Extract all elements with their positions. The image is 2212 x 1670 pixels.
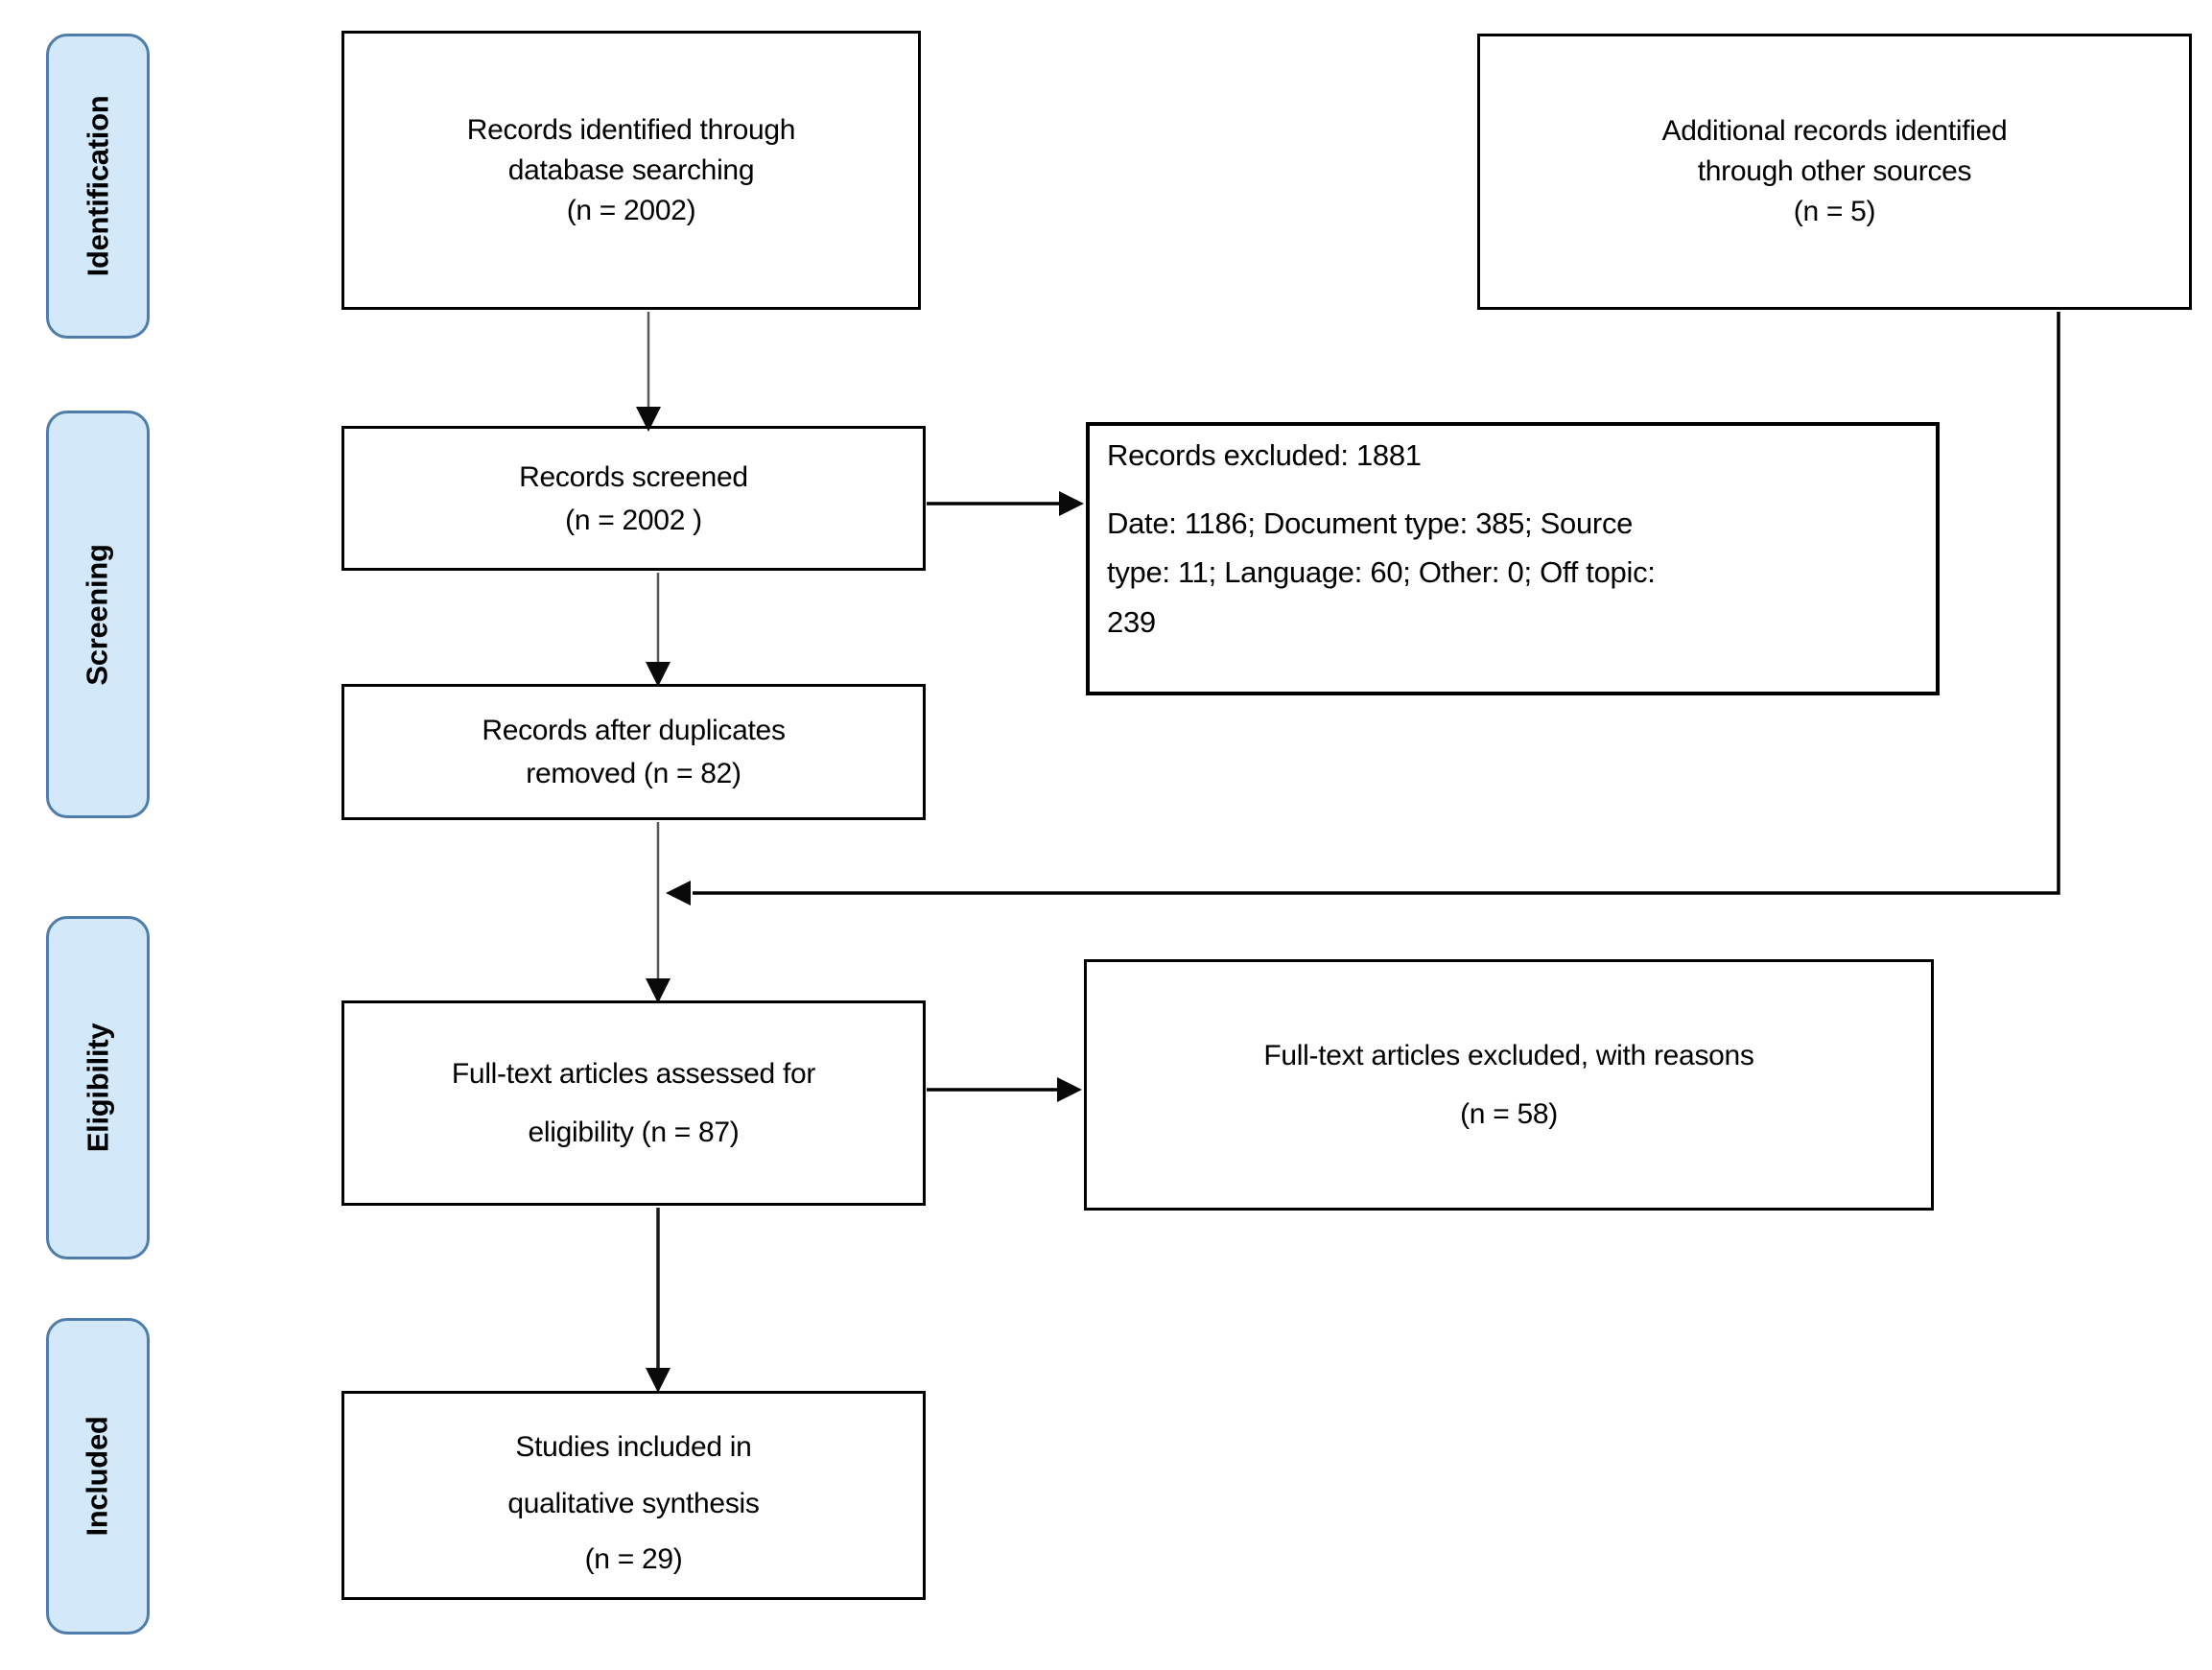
stage-label-identification-text: Identification — [81, 95, 114, 277]
stage-label-screening-text: Screening — [81, 543, 114, 686]
box-records-screened-text: Records screened (n = 2002 ) — [519, 460, 748, 536]
arrow-screened-to-duplicates — [646, 573, 671, 687]
arrow-fulltext-to-studies — [646, 1208, 671, 1393]
box-records-screened: Records screened (n = 2002 ) — [341, 426, 926, 571]
stage-label-included-text: Included — [81, 1416, 114, 1537]
box-additional-records: Additional records identified through ot… — [1477, 34, 2192, 310]
stage-label-screening: Screening — [46, 411, 150, 818]
box-records-after-duplicates-text: Records after duplicates removed (n = 82… — [482, 715, 786, 789]
box-additional-records-text: Additional records identified through ot… — [1661, 115, 2008, 227]
records-excluded-detail: Date: 1186; Document type: 385; Source t… — [1107, 506, 1656, 639]
stage-label-identification: Identification — [46, 34, 150, 339]
box-records-identified-text: Records identified through database sear… — [466, 113, 796, 226]
arrow-identified-to-screened — [636, 312, 661, 432]
arrow-screened-to-excluded — [927, 491, 1084, 516]
stage-label-included: Included — [46, 1318, 150, 1635]
box-records-identified: Records identified through database sear… — [341, 31, 921, 310]
box-records-excluded: Records excluded: 1881 Date: 1186; Docum… — [1086, 422, 1940, 695]
box-records-after-duplicates: Records after duplicates removed (n = 82… — [341, 684, 926, 820]
stage-label-eligibility-text: Eligibility — [81, 1023, 114, 1153]
box-fulltext-assessed-text: Full-text articles assessed for eligibil… — [451, 1057, 816, 1149]
box-fulltext-assessed: Full-text articles assessed for eligibil… — [341, 1000, 926, 1206]
arrow-duplicates-to-fulltext — [646, 822, 671, 1003]
box-studies-included-text: Studies included in qualitative synthesi… — [507, 1431, 760, 1576]
records-excluded-title: Records excluded: 1881 — [1107, 438, 1422, 472]
box-records-excluded-content: Records excluded: 1881 Date: 1186; Docum… — [1107, 435, 1656, 647]
box-studies-included: Studies included in qualitative synthesi… — [341, 1391, 926, 1600]
stage-label-eligibility: Eligibility — [46, 916, 150, 1259]
box-fulltext-excluded: Full-text articles excluded, with reason… — [1084, 959, 1934, 1211]
box-fulltext-excluded-text: Full-text articles excluded, with reason… — [1263, 1039, 1754, 1131]
arrow-fulltext-to-excluded — [927, 1077, 1082, 1102]
